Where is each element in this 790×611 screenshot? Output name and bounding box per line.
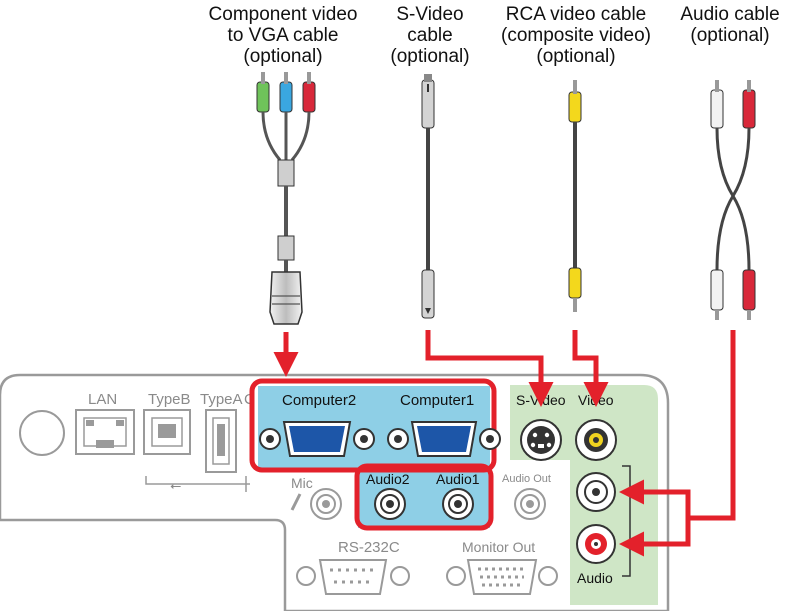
caption-line: (optional) bbox=[690, 25, 770, 46]
caption-line: to VGA cable bbox=[227, 25, 339, 46]
monitor-out-label: Monitor Out bbox=[462, 539, 535, 555]
component-cable-caption: Component video to VGA cable (optional) bbox=[188, 4, 378, 67]
audio-cable bbox=[710, 80, 756, 320]
arrow-svideo-to-port bbox=[425, 330, 554, 407]
audio-out-jack bbox=[514, 488, 546, 520]
component-to-vga-cable bbox=[256, 72, 316, 325]
caption-line: Audio cable bbox=[680, 4, 780, 25]
caption-line: cable bbox=[407, 25, 453, 46]
monitor-out-port bbox=[446, 559, 558, 595]
rca-video-cable bbox=[568, 80, 582, 312]
audio-r-port bbox=[576, 524, 616, 564]
audio2-jack bbox=[374, 488, 406, 520]
computer1-label: Computer1 bbox=[400, 392, 474, 409]
caption-line: S-Video bbox=[396, 4, 464, 25]
computer2-label: Computer2 bbox=[282, 392, 356, 409]
svideo-port bbox=[520, 419, 562, 461]
typea-label: TypeA bbox=[200, 391, 243, 408]
video-port bbox=[575, 419, 617, 461]
rs232c-port bbox=[296, 559, 410, 595]
lan-label: LAN bbox=[88, 391, 117, 408]
audio-label: Audio bbox=[577, 570, 613, 586]
usb-typeb-port-icon bbox=[143, 409, 191, 455]
audio-bracket bbox=[622, 465, 631, 577]
rca-cable-caption: RCA video cable (composite video) (optio… bbox=[486, 4, 666, 67]
mic-icon bbox=[290, 493, 302, 511]
caption-line: Component video bbox=[208, 4, 358, 25]
arrow-audio-to-r bbox=[619, 518, 691, 557]
audio-in-highlight bbox=[354, 463, 494, 531]
audio1-label: Audio1 bbox=[436, 471, 480, 487]
security-slot-icon bbox=[19, 410, 65, 456]
connection-arrows bbox=[273, 330, 736, 557]
caption-line: (composite video) bbox=[501, 25, 651, 46]
arrow-rca-to-video-port bbox=[572, 330, 609, 407]
caption-line: (optional) bbox=[243, 46, 323, 67]
audio1-jack bbox=[442, 488, 474, 520]
audio-cable-caption: Audio cable (optional) bbox=[670, 4, 790, 46]
computer2-vga-port bbox=[259, 421, 375, 457]
usb-typea-port-icon bbox=[205, 409, 237, 473]
mic-label: Mic bbox=[291, 475, 313, 491]
svideo-cable-caption: S-Video cable (optional) bbox=[370, 4, 490, 67]
caption-line: RCA video cable bbox=[505, 4, 647, 25]
mic-jack bbox=[310, 488, 342, 520]
usb-bracket bbox=[145, 476, 250, 492]
lan-port-icon bbox=[75, 409, 135, 455]
svideo-cable bbox=[421, 74, 435, 319]
audio2-label: Audio2 bbox=[366, 471, 410, 487]
caption-line: (optional) bbox=[390, 46, 470, 67]
typeb-label: TypeB bbox=[148, 391, 191, 408]
audio-out-label: Audio Out bbox=[502, 473, 551, 485]
audio-l-port bbox=[576, 472, 616, 512]
computer-ports-highlight bbox=[249, 378, 497, 473]
rs232c-label: RS-232C bbox=[338, 539, 400, 556]
computer1-vga-port bbox=[387, 421, 501, 457]
usb-symbol-icon: ⭠ bbox=[170, 477, 181, 493]
caption-line: (optional) bbox=[536, 46, 616, 67]
